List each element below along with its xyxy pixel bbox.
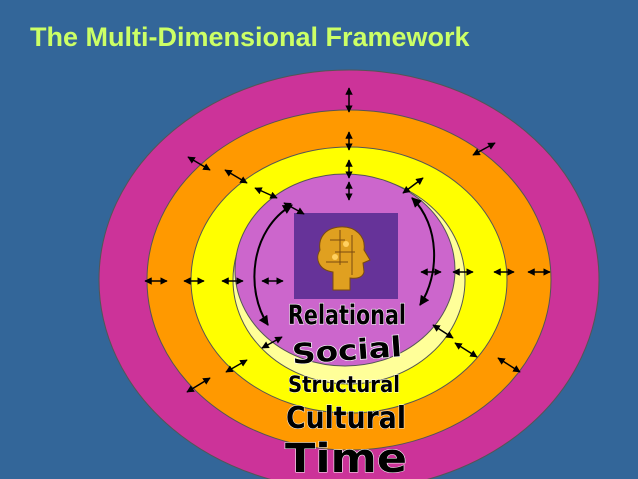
page-title: The Multi-Dimensional Framework — [30, 22, 470, 52]
center-image — [294, 213, 398, 299]
relational-curved-arrows — [253, 197, 436, 326]
puzzle-head-icon — [317, 226, 371, 291]
layer-label-structural: Structural — [288, 373, 400, 398]
layer-label-relational: Relational — [288, 300, 406, 331]
double-arrow — [432, 324, 454, 339]
double-arrow — [472, 142, 496, 156]
double-arrow — [254, 187, 278, 199]
double-arrow — [402, 177, 424, 194]
double-arrow — [187, 156, 211, 171]
double-arrow — [225, 359, 248, 373]
double-arrow — [224, 169, 248, 184]
layer-label-cultural: Cultural — [286, 401, 406, 436]
layer-label-time: Time — [285, 436, 407, 479]
double-arrow — [186, 377, 211, 393]
interaction-arrows — [144, 87, 551, 393]
double-arrow — [283, 202, 305, 215]
double-arrow — [497, 357, 521, 373]
double-arrow — [454, 342, 478, 358]
double-arrow — [261, 336, 283, 349]
